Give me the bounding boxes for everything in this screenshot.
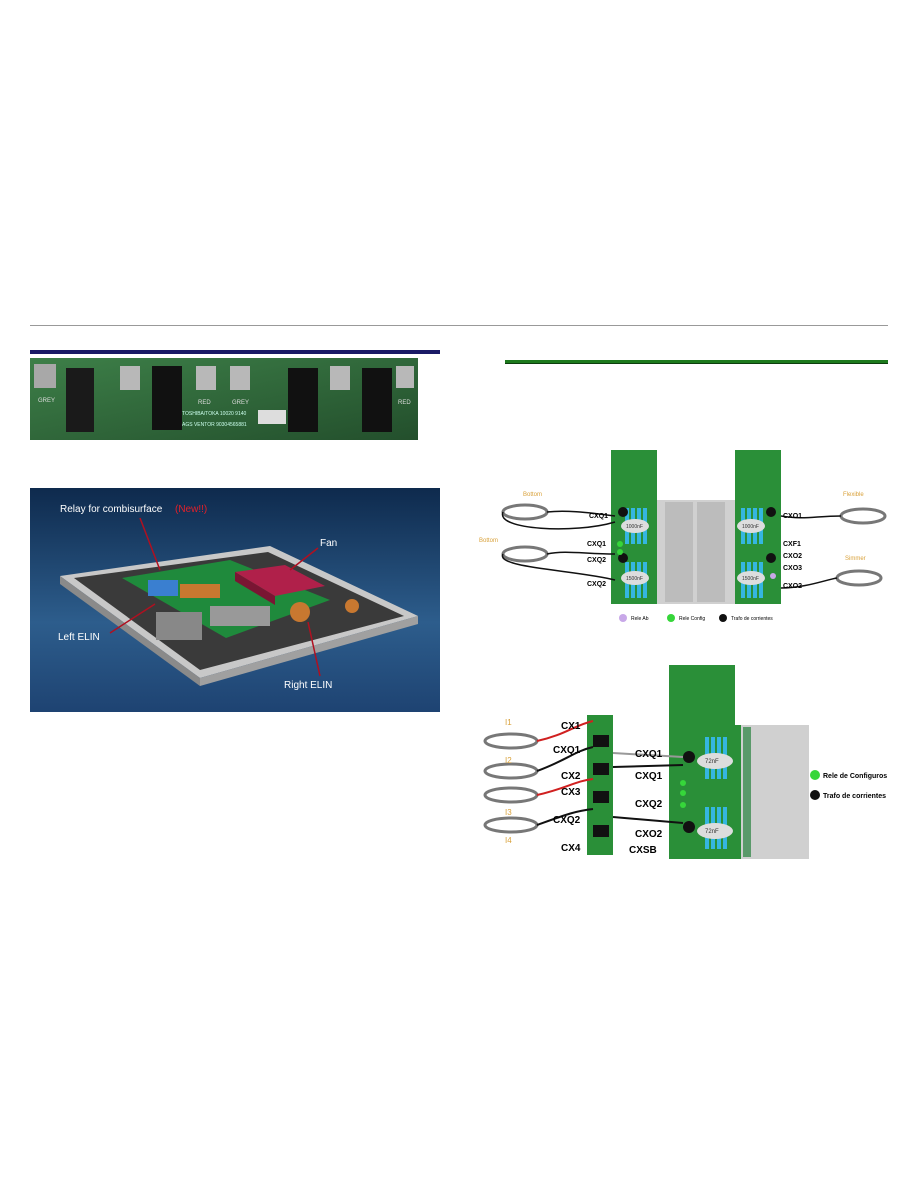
cap-label-2: 1500nF bbox=[626, 576, 643, 582]
legend-label-b2: Trafo de corrientes bbox=[823, 793, 886, 800]
coil-label-b2: I2 bbox=[505, 756, 512, 765]
right-label-1: CXO1 bbox=[783, 513, 802, 520]
mid-label-1: CXQ1 bbox=[635, 749, 663, 760]
left-label-b4: CX3 bbox=[561, 787, 581, 798]
cap-label-3: 1000nF bbox=[742, 524, 759, 530]
mid-label-4: CXO2 bbox=[635, 829, 663, 840]
fan-callout: Fan bbox=[320, 538, 337, 549]
mid-label-5: CXSB bbox=[629, 845, 657, 856]
legend-label-3: Trafo de corrientes bbox=[731, 616, 773, 622]
left-label-b1: CX1 bbox=[561, 721, 581, 732]
coil-label-b1: I1 bbox=[505, 718, 512, 727]
legend-marker-2 bbox=[667, 614, 675, 622]
relay-callout: Relay for combisurface bbox=[60, 504, 163, 515]
coil-label-2: Bottom bbox=[479, 538, 498, 544]
left-elin-callout: Left ELIN bbox=[58, 632, 100, 643]
relay-label-2: RED bbox=[198, 400, 211, 406]
mid-label-2: CXQ1 bbox=[635, 771, 663, 782]
relay-new-callout: (New!!) bbox=[175, 504, 207, 515]
wiring-diagram-bottom: 72nF 72nF I1 I2 I3 I4 CX1 CXQ1 CX2 CX3 C… bbox=[483, 665, 887, 859]
coil-label-4: Simmer bbox=[845, 556, 866, 562]
left-section-bar bbox=[30, 350, 440, 354]
board-render-image: Relay for combisurface (New!!) Fan Left … bbox=[30, 488, 440, 712]
legend-marker-b2 bbox=[810, 790, 820, 800]
left-label-b3: CX2 bbox=[561, 771, 581, 782]
right-label-4: CXO3 bbox=[783, 565, 802, 572]
right-label-5: CXO2 bbox=[783, 583, 802, 590]
coil-label-b4: I4 bbox=[505, 836, 512, 845]
left-label-2: CXQ1 bbox=[587, 541, 606, 548]
cap-label-b1: 72nF bbox=[705, 759, 719, 765]
left-label-4: CXQ2 bbox=[587, 581, 606, 588]
legend-marker-3 bbox=[719, 614, 727, 622]
left-label-b5: CXQ2 bbox=[553, 815, 581, 826]
coil-label-1: Bottom bbox=[523, 492, 542, 498]
relay-label-4: RED bbox=[398, 400, 411, 406]
cap-label-b2: 72nF bbox=[705, 829, 719, 835]
left-label-1: CXQ1 bbox=[589, 513, 608, 520]
right-label-2: CXF1 bbox=[783, 541, 801, 548]
legend-label-2: Rele Config bbox=[679, 616, 705, 622]
relay-label-3: GREY bbox=[232, 400, 249, 406]
legend-marker-1 bbox=[619, 614, 627, 622]
coil-label-b3: I3 bbox=[505, 808, 512, 817]
legend-label-1: Rele Ab bbox=[631, 616, 649, 622]
cap-label-4: 1500nF bbox=[742, 576, 759, 582]
pcb-relay-photo: GREY RED GREY RED TOSHIBA/TOKA 10020 914… bbox=[30, 358, 418, 440]
pcb-print-1: TOSHIBA/TOKA 10020 9140 bbox=[182, 411, 247, 417]
legend-marker-b1 bbox=[810, 770, 820, 780]
wiring-diagram-top: 1000nF 1500nF 1000nF 1500nF Bottom Botto… bbox=[479, 450, 887, 622]
legend-label-b1: Rele de Configuros bbox=[823, 773, 887, 780]
left-label-b6: CX4 bbox=[561, 843, 581, 854]
header-divider bbox=[30, 325, 888, 326]
right-section-bar bbox=[505, 360, 888, 364]
left-label-b2: CXQ1 bbox=[553, 745, 581, 756]
mid-label-3: CXQ2 bbox=[635, 799, 663, 810]
coil-label-3: Flexible bbox=[843, 492, 864, 498]
relay-label-1: GREY bbox=[38, 398, 55, 404]
left-label-3: CXQ2 bbox=[587, 557, 606, 564]
pcb-print-2: AGS VENTOR 90304565881 bbox=[182, 422, 247, 428]
right-elin-callout: Right ELIN bbox=[284, 680, 332, 691]
right-label-3: CXO2 bbox=[783, 553, 802, 560]
cap-label-1: 1000nF bbox=[626, 524, 643, 530]
